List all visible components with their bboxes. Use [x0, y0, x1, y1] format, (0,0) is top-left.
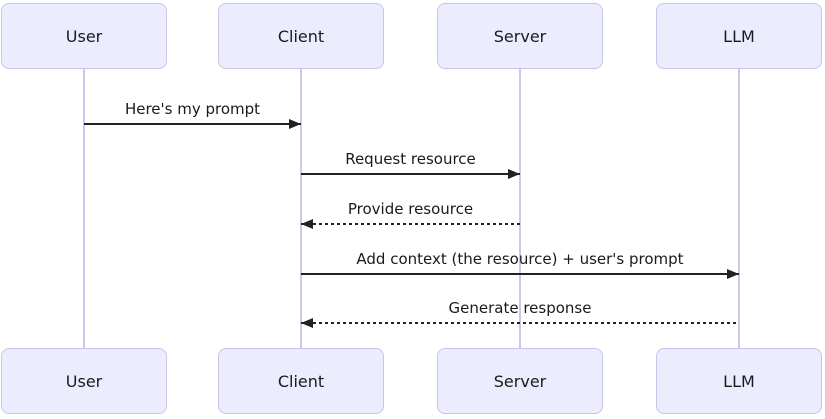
message-generate-response: Generate response: [301, 298, 739, 328]
message-label: Generate response: [448, 299, 592, 317]
actor-label-llm: LLM: [723, 371, 755, 391]
actor-label-llm: LLM: [723, 26, 755, 46]
actor-box-user-bottom: User: [1, 348, 167, 414]
message-label: Here's my prompt: [124, 100, 261, 118]
arrowhead-left-icon: [301, 318, 313, 328]
actor-box-user-top: User: [1, 3, 167, 69]
lifeline-user: [83, 69, 85, 348]
actor-label-client: Client: [277, 371, 325, 391]
message-line: [84, 123, 301, 125]
actor-label-server: Server: [493, 371, 547, 391]
message-line: [301, 273, 739, 275]
actor-box-client-top: Client: [218, 3, 384, 69]
message-line: [301, 173, 520, 175]
arrowhead-right-icon: [727, 269, 739, 279]
actor-box-server-top: Server: [437, 3, 603, 69]
actor-label-user: User: [65, 26, 103, 46]
arrowhead-right-icon: [289, 119, 301, 129]
message-line: [301, 322, 739, 324]
actor-box-server-bottom: Server: [437, 348, 603, 414]
message-add-context: Add context (the resource) + user's prom…: [301, 249, 739, 279]
actor-label-user: User: [65, 371, 103, 391]
actor-box-llm-top: LLM: [656, 3, 822, 69]
arrowhead-left-icon: [301, 219, 313, 229]
actor-box-client-bottom: Client: [218, 348, 384, 414]
actor-box-llm-bottom: LLM: [656, 348, 822, 414]
message-request-resource: Request resource: [301, 149, 520, 179]
message-line: [301, 223, 520, 225]
message-label: Request resource: [345, 150, 476, 168]
lifeline-llm: [738, 69, 740, 348]
lifeline-client: [300, 69, 302, 348]
message-label: Add context (the resource) + user's prom…: [356, 250, 684, 268]
message-label: Provide resource: [347, 200, 474, 218]
message-heres-my-prompt: Here's my prompt: [84, 99, 301, 129]
message-provide-resource: Provide resource: [301, 199, 520, 229]
arrowhead-right-icon: [508, 169, 520, 179]
lifeline-server: [519, 69, 521, 348]
actor-label-server: Server: [493, 26, 547, 46]
actor-label-client: Client: [277, 26, 325, 46]
